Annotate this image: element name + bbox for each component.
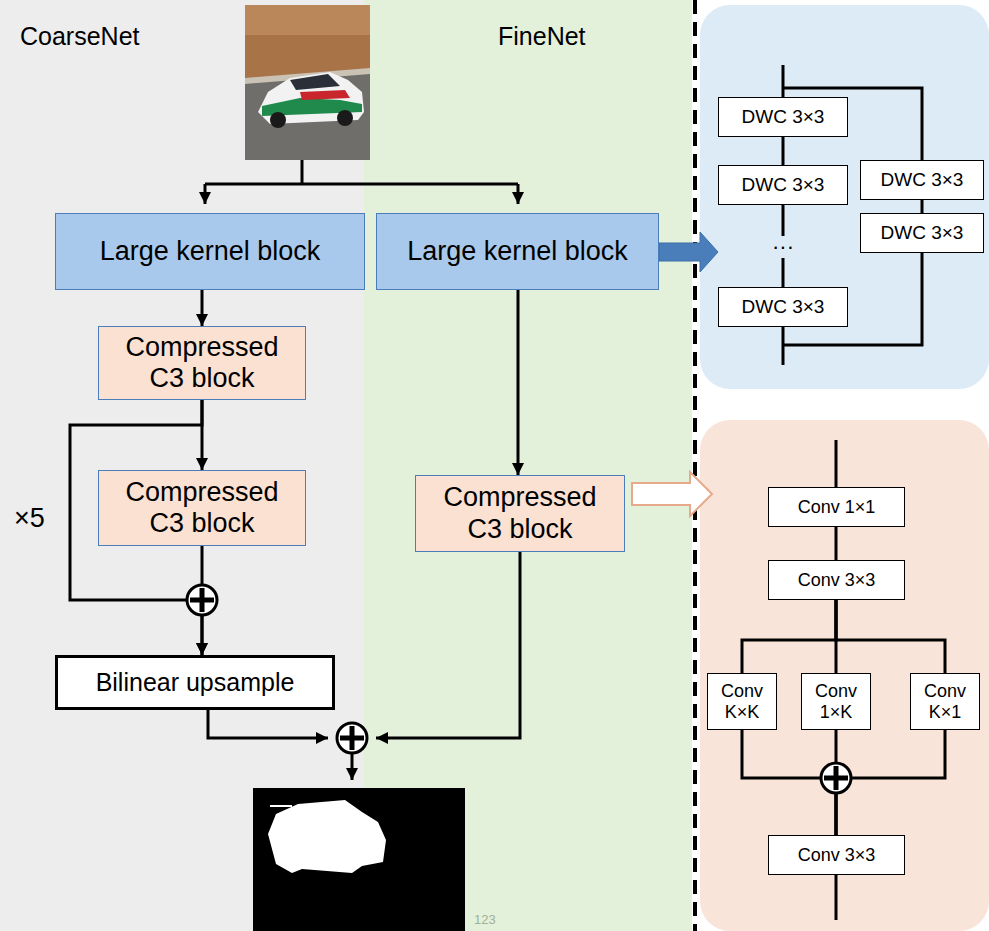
box-label: Conv 1×1 xyxy=(798,497,876,518)
wire xyxy=(835,440,838,487)
box-label: Compressed C3 block xyxy=(434,482,606,544)
dashed-divider xyxy=(693,0,697,931)
sum-plus xyxy=(824,766,848,790)
wire xyxy=(204,184,207,204)
connector xyxy=(921,200,924,213)
sum-plus xyxy=(340,726,364,750)
connector xyxy=(201,290,204,326)
box-label: DWC 3×3 xyxy=(881,169,964,191)
mask-car xyxy=(268,800,386,873)
box-label: Conv 1×K xyxy=(806,681,866,722)
photo-car xyxy=(290,74,340,90)
photo-field xyxy=(245,5,370,35)
expand-arrow xyxy=(659,232,718,272)
c3-block-box: Compressed C3 block xyxy=(415,475,625,552)
box-label: Large kernel block xyxy=(407,236,628,267)
conv-box: Conv K×1 xyxy=(910,673,980,730)
sum-symbol xyxy=(337,723,367,753)
mask-car xyxy=(270,805,292,807)
box-label: Conv 3×3 xyxy=(798,570,876,591)
photo-wheel xyxy=(270,112,286,128)
network-panel: CoarseNetLarge kernel blockCompressed C3… xyxy=(0,0,364,931)
conv-box: DWC 3×3 xyxy=(860,213,984,253)
wire xyxy=(517,184,520,204)
photo-car xyxy=(300,90,350,100)
panel-title: CoarseNet xyxy=(20,22,140,51)
conv-box: Conv K×K xyxy=(707,673,777,730)
wire xyxy=(208,710,328,738)
ellipsis-mark: ··· xyxy=(770,236,796,258)
conv-box: Conv 1×1 xyxy=(768,487,905,527)
mask-ground xyxy=(253,788,465,931)
connector xyxy=(742,600,836,673)
upsample-box: Bilinear upsample xyxy=(55,655,335,710)
large-kernel-box: Large kernel block xyxy=(376,213,659,290)
panel-title: FineNet xyxy=(498,22,586,51)
box-label: Conv K×K xyxy=(712,681,772,722)
box-label: Large kernel block xyxy=(100,236,321,267)
sum-circle xyxy=(821,763,851,793)
wire xyxy=(376,552,520,738)
connector xyxy=(835,527,838,560)
conv-box: DWC 3×3 xyxy=(718,287,848,327)
expand-arrow xyxy=(632,472,712,516)
box-label: DWC 3×3 xyxy=(742,296,825,318)
conv-box: DWC 3×3 xyxy=(860,160,984,200)
sum-symbol xyxy=(187,585,217,615)
conv-box: Conv 3×3 xyxy=(768,560,905,600)
photo-track xyxy=(245,70,370,160)
network-panel: FineNetLarge kernel blockCompressed C3 b… xyxy=(364,0,692,931)
wire xyxy=(301,160,304,184)
c3-block-box: Compressed C3 block xyxy=(98,470,306,546)
detail-panel xyxy=(700,5,989,389)
wire xyxy=(782,65,785,97)
photo-wheel xyxy=(337,110,353,126)
box-label: Conv 3×3 xyxy=(798,845,876,866)
box-label: DWC 3×3 xyxy=(881,222,964,244)
connector xyxy=(836,600,945,673)
input-photo xyxy=(245,5,370,160)
box-label: Compressed C3 block xyxy=(117,477,287,539)
conv-box: DWC 3×3 xyxy=(718,97,848,137)
wire xyxy=(351,753,354,780)
box-label: Bilinear upsample xyxy=(96,668,295,697)
box-label: DWC 3×3 xyxy=(742,174,825,196)
watermark: 123 xyxy=(474,912,496,927)
wire xyxy=(205,183,518,186)
sum-symbol xyxy=(821,763,851,793)
conv-box: Conv 1×K xyxy=(801,673,871,730)
repeat-count: ×5 xyxy=(14,503,45,534)
c3-block-box: Compressed C3 block xyxy=(98,326,306,400)
sum-circle xyxy=(337,723,367,753)
sum-plus xyxy=(190,588,214,612)
connector xyxy=(517,290,520,475)
wire xyxy=(835,875,838,920)
detail-panel xyxy=(700,420,989,931)
connector xyxy=(782,137,785,165)
box-label: DWC 3×3 xyxy=(742,106,825,128)
photo-field xyxy=(245,5,370,160)
conv-box: DWC 3×3 xyxy=(718,165,848,205)
large-kernel-box: Large kernel block xyxy=(55,213,365,290)
connector xyxy=(836,730,945,835)
box-label: Conv K×1 xyxy=(915,681,975,722)
conv-box: Conv 3×3 xyxy=(768,835,905,875)
box-label: Compressed C3 block xyxy=(117,332,287,394)
wires xyxy=(205,65,922,920)
output-mask xyxy=(253,788,465,931)
sum-circle xyxy=(187,585,217,615)
